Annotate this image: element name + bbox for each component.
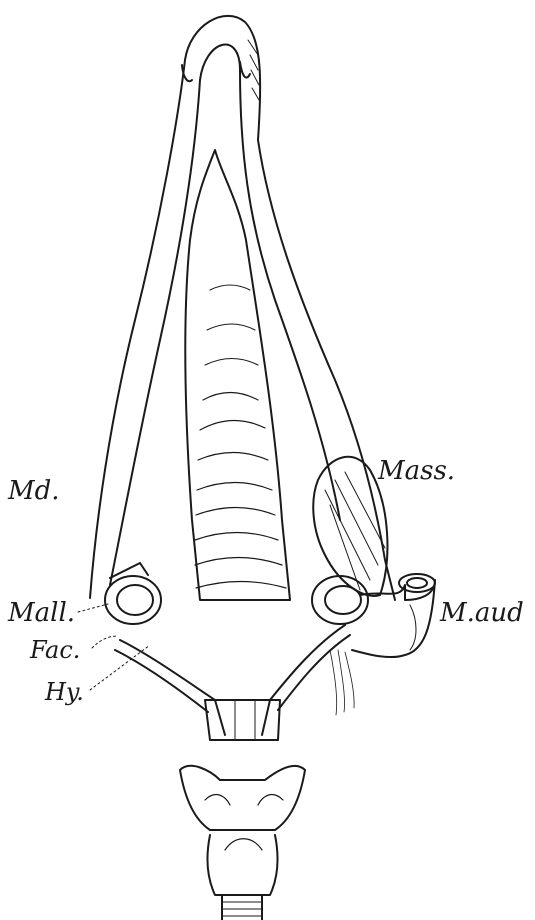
mandible-outline (90, 16, 395, 600)
larynx (180, 766, 305, 895)
hyoid-arches (115, 625, 350, 740)
malleus-right (312, 576, 368, 624)
label-mall: Mall. (8, 600, 75, 626)
fiber-strands (330, 650, 354, 715)
label-md: Md. (8, 478, 60, 504)
masseter-muscle (313, 457, 387, 596)
label-maud: M.aud (440, 600, 524, 626)
label-fac: Fac. (30, 638, 80, 662)
label-mass: Mass. (378, 458, 455, 484)
trachea (222, 895, 262, 920)
label-hy: Hy. (45, 680, 84, 704)
